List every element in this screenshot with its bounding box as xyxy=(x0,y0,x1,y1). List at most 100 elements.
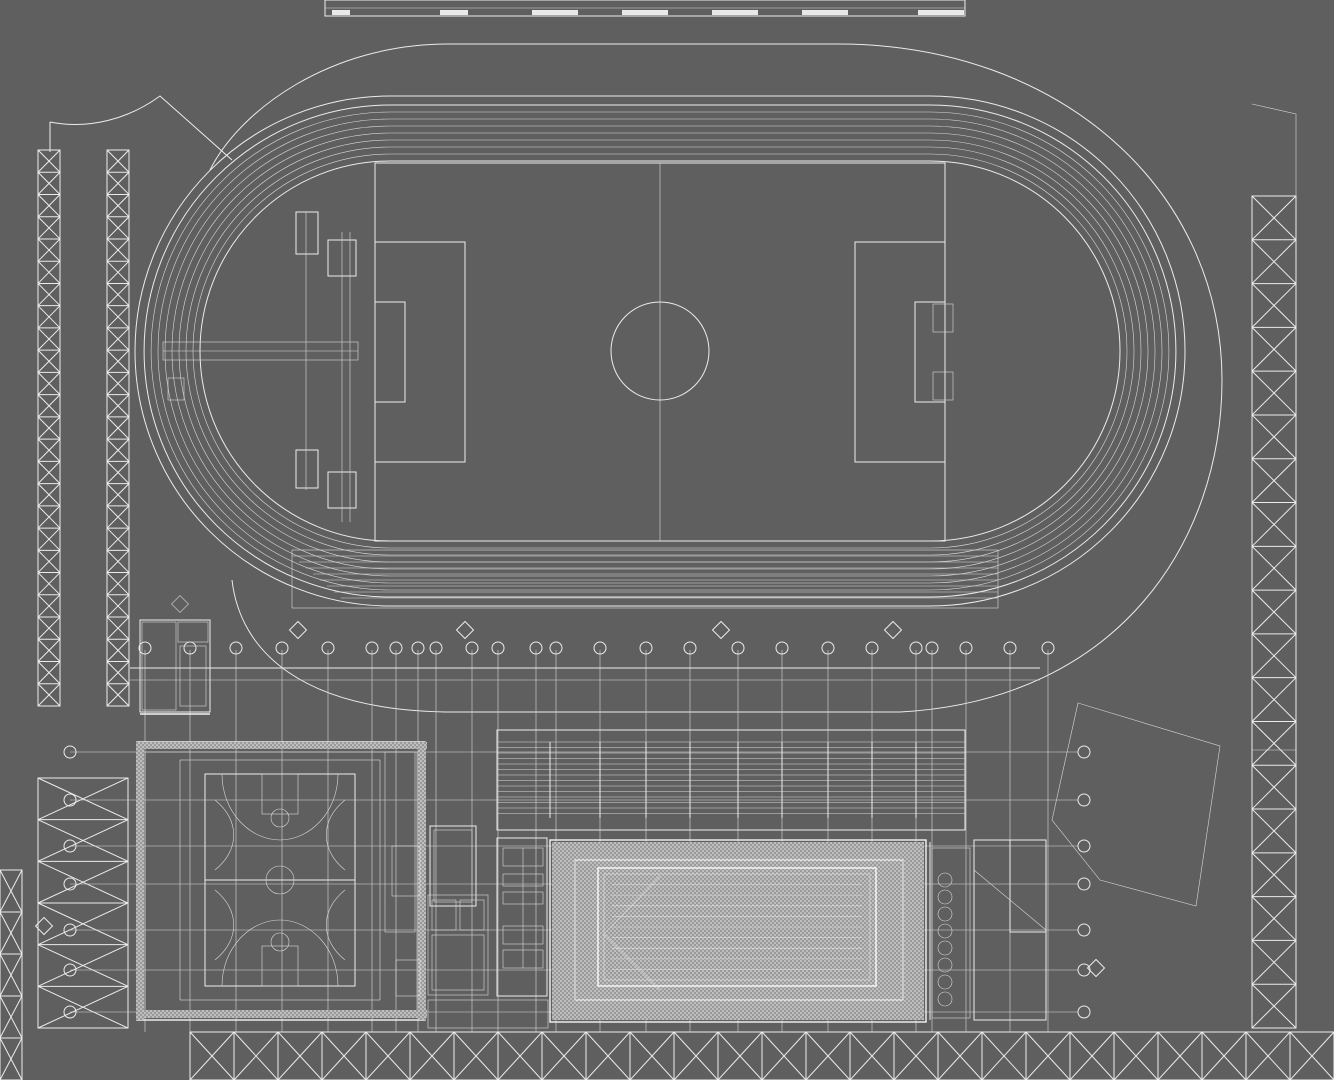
truss-brace xyxy=(37,572,61,596)
top-truss xyxy=(324,0,966,17)
truss-brace xyxy=(106,194,130,218)
service-block xyxy=(139,595,211,715)
track-lane xyxy=(143,104,1177,598)
truss-brace xyxy=(541,1031,587,1080)
truss-brace xyxy=(106,260,130,284)
grid-axis-marker xyxy=(465,641,479,655)
truss-brace xyxy=(37,327,61,351)
athletics-track xyxy=(134,95,1186,607)
truss-brace xyxy=(37,171,61,195)
truss-brace xyxy=(106,549,130,573)
grid-axis-marker xyxy=(1077,1005,1091,1019)
column-circle xyxy=(937,991,953,1007)
truss-brace xyxy=(106,416,130,440)
left-lower-truss xyxy=(0,777,129,1080)
changing-rooms xyxy=(496,837,548,997)
truss-brace xyxy=(37,902,129,946)
truss-brace xyxy=(1251,896,1297,941)
grid-axis-marker xyxy=(1077,923,1091,937)
truss-brace xyxy=(106,527,130,551)
grid-axis-marker xyxy=(1077,839,1091,853)
column-circle xyxy=(937,940,953,956)
grid-axis-marker xyxy=(63,793,77,807)
truss-brace xyxy=(1251,502,1297,547)
truss-brace xyxy=(585,1031,631,1080)
truss-brace xyxy=(1289,1031,1334,1080)
truss-brace xyxy=(1113,1031,1159,1080)
track-lane xyxy=(185,146,1135,556)
truss-brace xyxy=(189,1031,235,1080)
truss-brace xyxy=(277,1031,323,1080)
truss-brace xyxy=(409,1031,455,1080)
grid-axis-marker xyxy=(821,641,835,655)
truss-brace xyxy=(37,594,61,618)
column-circle xyxy=(937,889,953,905)
truss-brace xyxy=(365,1031,411,1080)
truss-brace xyxy=(1245,1031,1291,1080)
truss-brace xyxy=(37,661,61,685)
truss-brace xyxy=(805,1031,851,1080)
column-circle xyxy=(937,974,953,990)
grid-axis-marker xyxy=(63,1005,77,1019)
truss-brace xyxy=(717,1031,763,1080)
truss-brace xyxy=(1251,458,1297,503)
truss-brace xyxy=(0,995,23,1039)
truss-brace xyxy=(1251,677,1297,722)
truss-brace xyxy=(37,638,61,662)
truss-brace xyxy=(0,953,23,997)
grid-axis-marker xyxy=(321,641,335,655)
orientation-marks xyxy=(34,620,1106,978)
field-event-area xyxy=(162,211,359,522)
truss-brace xyxy=(37,372,61,395)
truss-brace xyxy=(37,216,61,240)
grid-axis-marker xyxy=(1077,877,1091,891)
grid-axis-marker xyxy=(925,641,939,655)
grid-axis-marker xyxy=(775,641,789,655)
truss-brace xyxy=(849,1031,895,1080)
truss-brace xyxy=(1251,764,1297,810)
truss-brace xyxy=(453,1031,499,1080)
pool-column-circles xyxy=(937,872,953,1007)
truss-brace xyxy=(37,860,129,904)
truss-brace xyxy=(106,305,130,329)
track-lane xyxy=(171,132,1149,570)
truss-brace xyxy=(106,372,130,395)
truss-brace xyxy=(106,149,130,173)
truss-brace xyxy=(1251,808,1297,854)
truss-brace xyxy=(37,985,129,1029)
grid-axis-marker xyxy=(63,963,77,977)
grid-axis-marker xyxy=(63,745,77,759)
truss-brace xyxy=(0,869,23,913)
truss-brace xyxy=(106,594,130,618)
grid-axis-marker xyxy=(411,641,425,655)
grid-axis-marker xyxy=(491,641,505,655)
truss-brace xyxy=(1251,327,1297,372)
grid-axis-marker xyxy=(1077,793,1091,807)
grid-axis-marker xyxy=(63,839,77,853)
truss-brace xyxy=(37,260,61,284)
track-lane xyxy=(150,111,1170,591)
truss-brace xyxy=(1201,1031,1247,1080)
truss-brace xyxy=(37,683,61,707)
truss-brace xyxy=(37,616,61,640)
truss-brace xyxy=(1025,1031,1071,1080)
truss-brace xyxy=(106,283,130,307)
truss-brace xyxy=(1251,545,1297,591)
truss-brace xyxy=(981,1031,1027,1080)
grid-axis-marker xyxy=(529,641,543,655)
pool-lanes xyxy=(612,884,862,970)
grid-axis-marker xyxy=(229,641,243,655)
grid-axis-marker xyxy=(1041,641,1055,655)
bleachers xyxy=(496,729,966,831)
central-core xyxy=(427,825,549,1029)
truss-brace xyxy=(106,438,130,462)
bleacher-frame xyxy=(496,729,966,831)
truss-brace xyxy=(1157,1031,1203,1080)
truss-brace xyxy=(761,1031,807,1080)
column-circle xyxy=(937,906,953,922)
truss-brace xyxy=(106,483,130,507)
truss-brace xyxy=(106,394,130,418)
grid-axis-marker xyxy=(138,641,152,655)
grid-axis-marker xyxy=(909,641,923,655)
truss-brace xyxy=(37,944,129,987)
